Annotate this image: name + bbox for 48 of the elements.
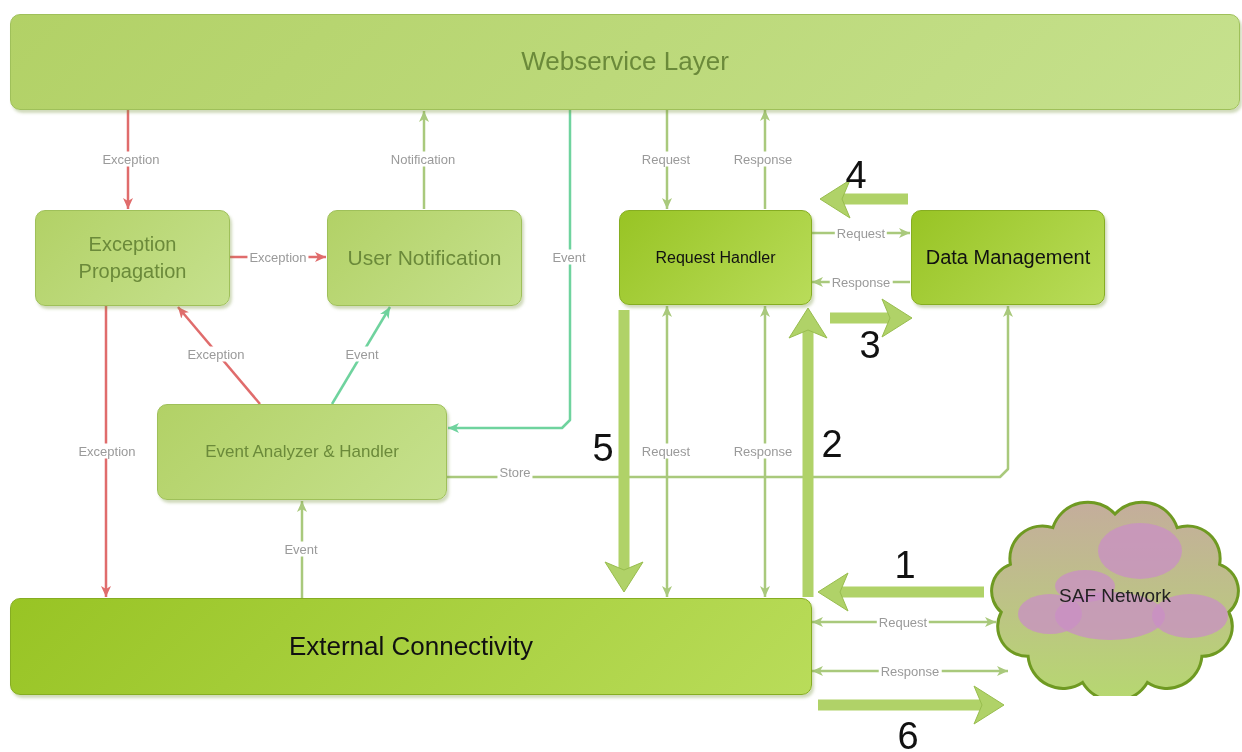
process-box (157, 404, 447, 500)
edge-label: Event (282, 541, 320, 557)
box-label: Event Analyzer & Handler (204, 440, 400, 463)
arrow (662, 110, 672, 209)
box-label: Webservice Layer (520, 45, 730, 79)
step-number: 4 (845, 155, 867, 195)
arrow (419, 111, 429, 209)
edge-label: Response (731, 151, 795, 167)
process-box (911, 210, 1105, 305)
arrow (447, 306, 1013, 479)
box-label: Request Handler (654, 247, 777, 268)
step-number: 1 (894, 545, 916, 585)
box-label: External Connectivity (287, 629, 535, 663)
edge-label: Event (343, 346, 381, 362)
edge-label: Exception (76, 443, 138, 459)
step-arrow (604, 310, 644, 593)
arrow (760, 306, 770, 597)
step-arrow (818, 685, 1005, 725)
arrow (123, 110, 133, 209)
box-label: Data Management (924, 245, 1092, 270)
process-box (327, 210, 522, 306)
arrow (101, 306, 111, 597)
edge-label: Request (639, 151, 693, 167)
step-arrow (830, 298, 913, 338)
process-box (619, 210, 812, 305)
layer-bar (10, 598, 812, 695)
arrow (448, 110, 572, 433)
step-arrow (819, 179, 908, 219)
box-label: User Notification (346, 244, 503, 271)
layer-bar (10, 14, 1240, 110)
arrow (330, 306, 392, 405)
arrow (760, 110, 770, 209)
step-arrow (817, 572, 984, 612)
edge-label: Request (639, 443, 693, 459)
edge-label: Notification (388, 151, 458, 167)
box-label: SAF Network (1058, 584, 1172, 609)
edge-label: Event (550, 249, 588, 265)
edge-label: Exception (185, 346, 247, 362)
process-box (35, 210, 230, 306)
step-number: 3 (859, 325, 881, 365)
edge-label: Exception (100, 151, 162, 167)
step-number: 2 (821, 424, 843, 464)
step-number: 5 (592, 428, 614, 468)
arrow (662, 306, 672, 597)
edge-label: Response (731, 443, 795, 459)
step-arrow (788, 307, 828, 597)
step-number: 6 (897, 716, 919, 752)
box-label: Exception Propagation (77, 232, 188, 284)
